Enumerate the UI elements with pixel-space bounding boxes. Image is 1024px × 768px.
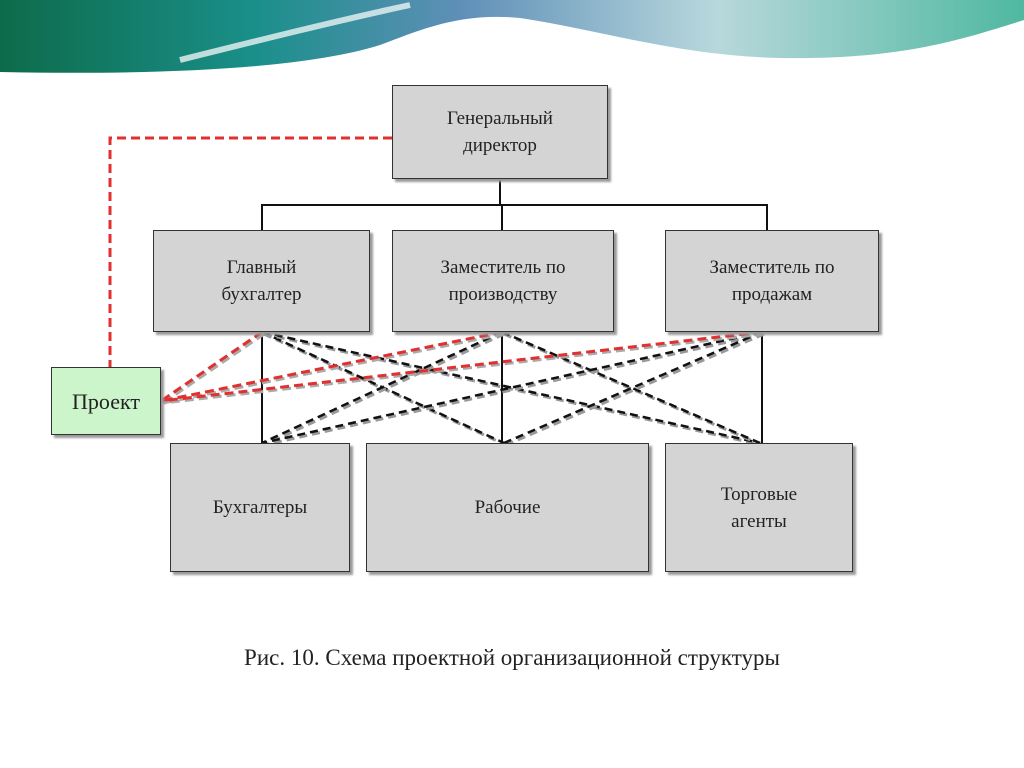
node-label: Проект <box>72 388 140 414</box>
project-link-shadow <box>162 332 505 405</box>
project-link-line <box>160 330 263 403</box>
cross-link-shadow <box>263 332 505 447</box>
node-label: Бухгалтеры <box>212 497 308 518</box>
node-ceo: Генеральный директор <box>392 85 608 179</box>
project-link-line <box>160 330 763 403</box>
decorative-wave-banner <box>0 0 1024 73</box>
hierarchy-line <box>261 179 501 230</box>
cross-link-line <box>261 330 763 445</box>
node-workers: Рабочие <box>366 443 649 572</box>
node-deputy-production: Заместитель по производству <box>392 230 614 332</box>
node-project: Проект <box>51 367 161 435</box>
node-chief-accountant: Главный бухгалтер <box>153 230 370 332</box>
node-deputy-sales: Заместитель по продажам <box>665 230 879 332</box>
node-label: Торговые агенты <box>720 483 798 532</box>
node-accountants: Бухгалтеры <box>170 443 350 572</box>
node-label: Генеральный директор <box>447 108 553 156</box>
project-link-shadow <box>162 332 765 405</box>
cross-link-shadow <box>505 332 765 447</box>
project-link-shadow <box>162 332 265 405</box>
project-link-line <box>108 136 392 367</box>
node-label: Заместитель по производству <box>440 257 566 305</box>
project-link-line <box>160 330 503 403</box>
cross-link-line <box>503 330 763 445</box>
figure-caption: Рис. 10. Схема проектной организационной… <box>244 645 780 670</box>
cross-link-line <box>261 330 761 445</box>
node-label: Главный бухгалтер <box>221 257 302 305</box>
node-label: Рабочие <box>474 497 541 518</box>
hierarchy-line <box>499 179 768 230</box>
cross-link-line <box>261 330 503 445</box>
node-label: Заместитель по продажам <box>709 257 835 305</box>
cross-link-shadow <box>263 332 763 447</box>
cross-link-shadow <box>263 332 765 447</box>
node-sales-agents: Торговые агенты <box>665 443 853 572</box>
cross-link-line <box>501 330 761 445</box>
